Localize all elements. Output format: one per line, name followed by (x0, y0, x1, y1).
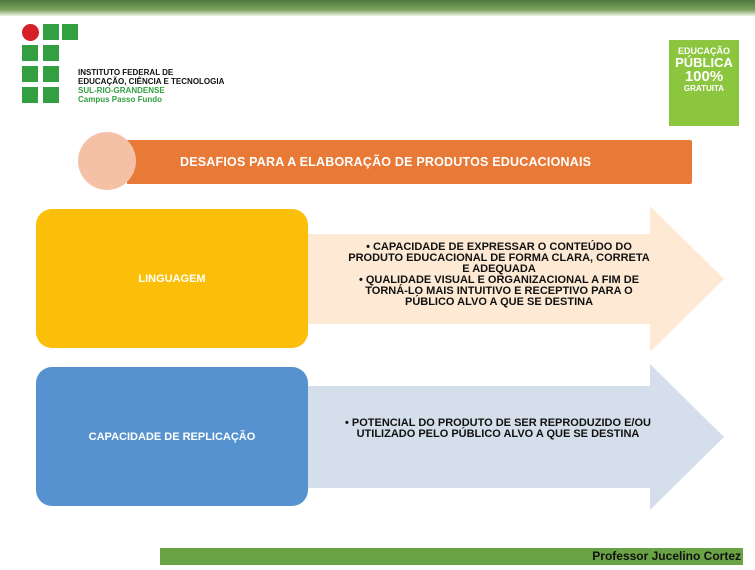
title-bar (127, 140, 692, 184)
badge-line4: GRATUITA (683, 84, 725, 93)
badge-line1: EDUCAÇÃO (677, 46, 730, 56)
logo-square (43, 66, 59, 82)
institution-line1: INSTITUTO FEDERAL DE (78, 68, 174, 77)
logo-square (43, 87, 59, 103)
institution-name: INSTITUTO FEDERAL DE EDUCAÇÃO, CIÊNCIA E… (78, 68, 224, 104)
logo-red-dot (22, 24, 39, 41)
institution-logo (22, 24, 78, 106)
linguagem-line: PRODUTO EDUCACIONAL DE FORMA CLARA, CORR… (348, 252, 650, 264)
top-gradient-bar (0, 0, 755, 16)
presenter-name: Professor Jucelino Cortez (592, 549, 741, 563)
institution-line3: SUL-RIO-GRANDENSE (78, 86, 165, 95)
institution-line2: EDUCAÇÃO, CIÊNCIA E TECNOLOGIA (78, 77, 225, 86)
replicacao-description: • POTENCIAL DO PRODUTO DE SER REPRODUZID… (308, 418, 688, 440)
institution-campus: Campus Passo Fundo (78, 95, 163, 104)
linguagem-line: TORNÁ-LO MAIS INTUITIVO E RECEPTIVO PARA… (365, 285, 633, 297)
badge-line2: PÚBLICA (675, 55, 733, 70)
slide-title: DESAFIOS PARA A ELABORAÇÃO DE PRODUTOS E… (180, 155, 592, 169)
logo-square (43, 24, 59, 40)
title-circle (78, 132, 136, 190)
linguagem-line: PÚBLICO ALVO A QUE SE DESTINA (404, 296, 594, 308)
linguagem-label: LINGUAGEM (138, 272, 206, 285)
linguagem-line: • QUALIDADE VISUAL E ORGANIZACIONAL A FI… (358, 274, 640, 286)
logo-square (62, 24, 78, 40)
replicacao-line: UTILIZADO PELO PÚBLICO ALVO A QUE SE DES… (356, 428, 640, 440)
replicacao-line: • POTENCIAL DO PRODUTO DE SER REPRODUZID… (345, 417, 651, 429)
logo-square (43, 45, 59, 61)
education-badge: EDUCAÇÃO PÚBLICA 100% GRATUITA (669, 40, 739, 126)
logo-square (22, 45, 38, 61)
linguagem-description: • CAPACIDADE DE EXPRESSAR O CONTEÚDO DO … (318, 242, 680, 308)
linguagem-arrow (300, 206, 724, 352)
replicacao-box: CAPACIDADE DE REPLICAÇÃO (36, 367, 308, 506)
linguagem-line: E ADEQUADA (462, 263, 536, 275)
logo-square (22, 87, 38, 103)
replicacao-arrow (300, 364, 724, 510)
replicacao-label: CAPACIDADE DE REPLICAÇÃO (88, 430, 256, 443)
footer-bar (160, 548, 743, 565)
badge-line3: 100% (684, 68, 724, 85)
logo-square (22, 66, 38, 82)
linguagem-line: • CAPACIDADE DE EXPRESSAR O CONTEÚDO DO (366, 241, 632, 253)
linguagem-box: LINGUAGEM (36, 209, 308, 348)
